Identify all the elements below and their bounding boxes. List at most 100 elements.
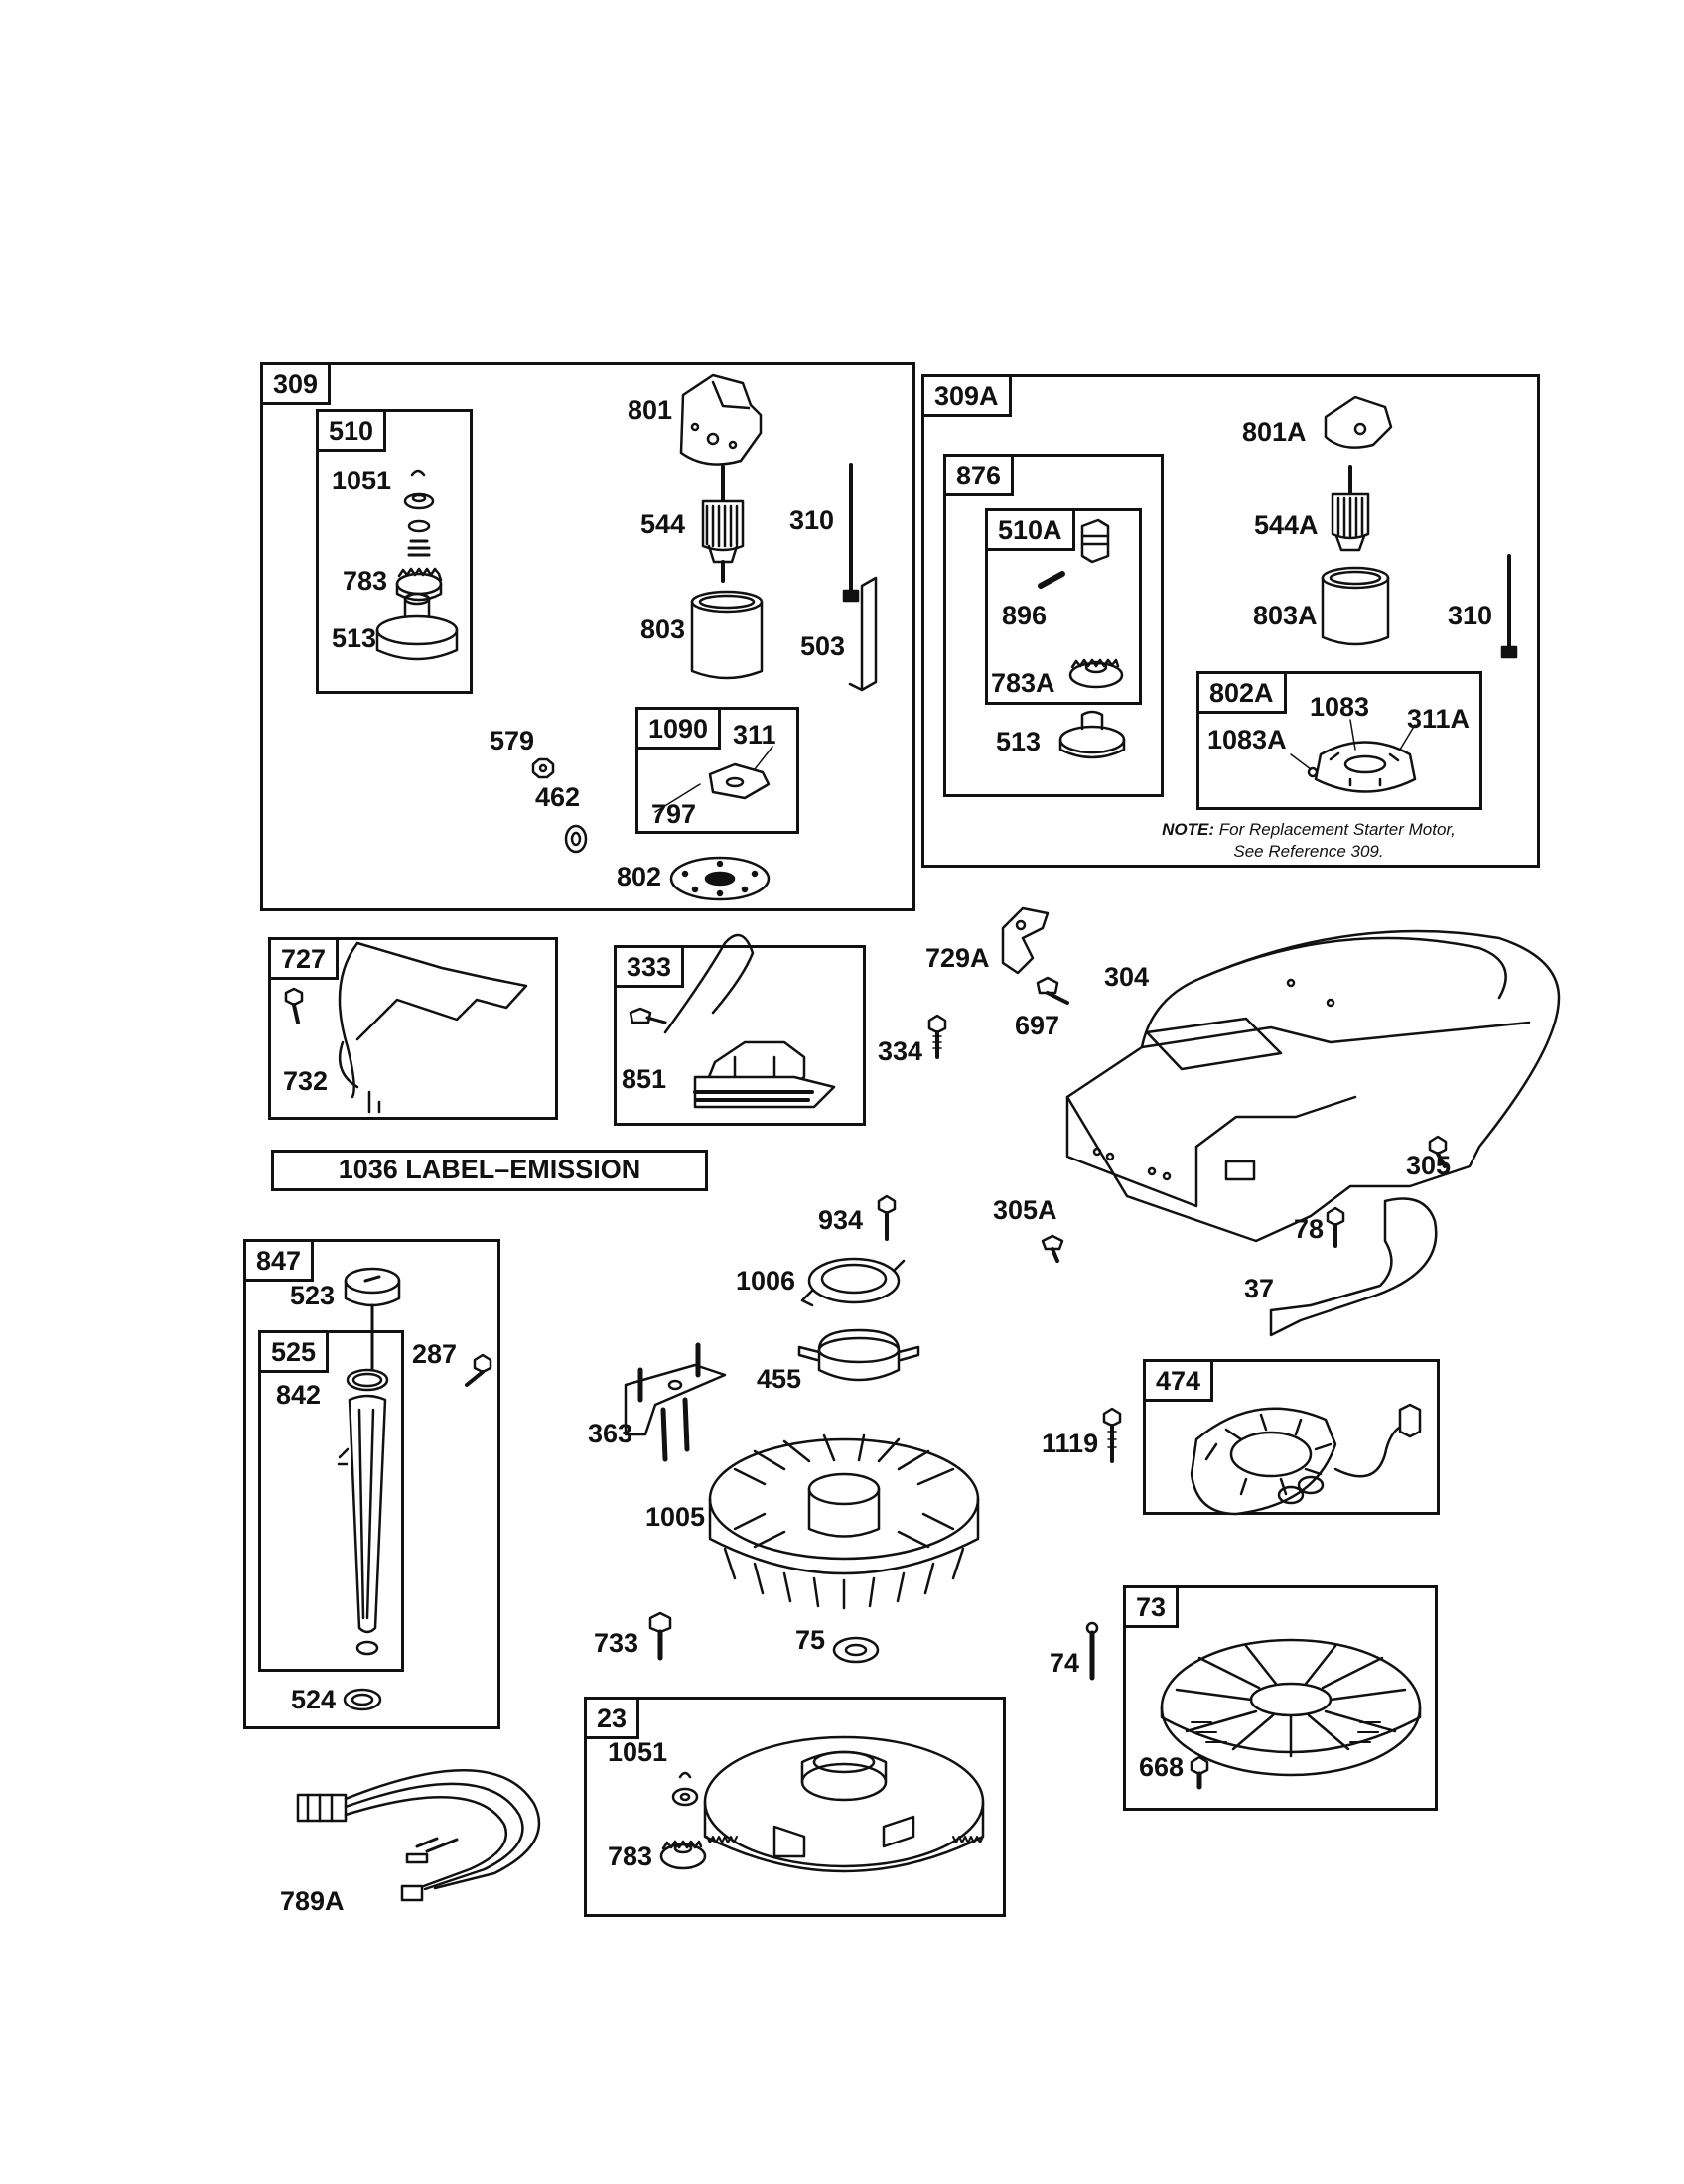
group-1090-frame: 1090 [635, 707, 799, 834]
wire-harness-789A-drawing [296, 1768, 541, 1902]
emission-label-banner: 1036 LABEL–EMISSION [271, 1150, 708, 1191]
ignition-armature-333-drawing [663, 933, 836, 1109]
pin-896-drawing [1038, 571, 1065, 589]
part-label-74: 74 [1050, 1648, 1080, 1678]
part-label-513-b: 513 [996, 727, 1042, 756]
spring-cap-drawing [403, 492, 435, 557]
screw-305-drawing [1428, 1135, 1448, 1168]
group-510-tag: 510 [319, 412, 387, 452]
part-label-851: 851 [622, 1064, 667, 1094]
washer-75-drawing [832, 1636, 880, 1664]
fan-1005-drawing [708, 1433, 980, 1610]
flywheel-23-drawing [703, 1735, 985, 1873]
group-525-tag: 525 [261, 1333, 330, 1373]
part-label-311A: 311A [1407, 704, 1471, 734]
part-label-783-b: 783 [608, 1842, 653, 1871]
group-474-frame: 474 [1143, 1359, 1440, 1515]
group-802A-tag: 802A [1199, 674, 1287, 714]
part-label-803A: 803A [1253, 601, 1318, 630]
part-label-75: 75 [795, 1625, 826, 1655]
bracket-363-drawing [624, 1342, 727, 1462]
air-guide-727-drawing [338, 941, 528, 1114]
part-label-310-b: 310 [1448, 601, 1493, 630]
part-label-896: 896 [1002, 601, 1048, 630]
through-bolt-310-drawing [842, 463, 860, 603]
retaining-ring-1051-b-drawing [678, 1771, 692, 1779]
group-309-tag: 309 [263, 365, 332, 405]
through-bolt-310-b-drawing [1500, 554, 1518, 659]
group-847-frame: 847 [243, 1239, 500, 1729]
part-label-1051: 1051 [332, 466, 392, 495]
part-label-732: 732 [283, 1066, 329, 1096]
part-label-304: 304 [1104, 962, 1150, 992]
part-label-513: 513 [332, 623, 377, 653]
pinion-gear-783-b-drawing [659, 1840, 707, 1870]
part-label-544: 544 [640, 509, 686, 539]
part-label-311: 311 [733, 720, 776, 750]
group-510A-tag: 510A [988, 511, 1075, 551]
pinion-nut-510A-drawing [1080, 518, 1110, 564]
part-label-462: 462 [535, 782, 581, 812]
part-label-544A: 544A [1254, 510, 1319, 540]
part-label-287: 287 [412, 1339, 458, 1369]
retaining-ring-1051-drawing [410, 469, 426, 477]
brush-assembly-802A-drawing [1290, 719, 1417, 793]
screw-287-drawing [465, 1353, 492, 1387]
group-802A-frame: 802A [1196, 671, 1482, 810]
part-label-802: 802 [617, 862, 662, 891]
group-23-frame: 23 [584, 1697, 1006, 1917]
replacement-note-line1: NOTE: For Replacement Starter Motor, [1140, 819, 1477, 841]
part-label-363: 363 [588, 1419, 633, 1448]
note-prefix: NOTE: [1162, 820, 1215, 839]
motor-housing-803A-drawing [1321, 566, 1390, 646]
screw-74-drawing [1085, 1621, 1099, 1681]
part-label-305: 305 [1406, 1151, 1452, 1180]
washer-462-drawing [564, 824, 588, 854]
part-label-668: 668 [1139, 1752, 1185, 1782]
screw-732-drawing [284, 987, 304, 1024]
part-label-842: 842 [276, 1380, 322, 1410]
screw-733-drawing [648, 1611, 672, 1661]
screw-305A-drawing [1041, 1234, 1064, 1263]
group-510-frame: 510 [316, 409, 473, 694]
part-label-523: 523 [290, 1281, 336, 1310]
part-label-783: 783 [343, 566, 388, 596]
part-label-797: 797 [651, 799, 697, 829]
part-label-503: 503 [800, 631, 846, 661]
part-label-1083: 1083 [1310, 692, 1370, 722]
screw-934-drawing [877, 1194, 897, 1241]
part-label-1119: 1119 [1042, 1429, 1099, 1458]
part-label-803: 803 [640, 614, 686, 644]
end-plate-802-drawing [669, 856, 771, 901]
part-label-1051-b: 1051 [608, 1737, 668, 1767]
group-847-tag: 847 [246, 1242, 315, 1282]
o-ring-842-drawing [346, 1368, 389, 1392]
group-333-tag: 333 [617, 948, 685, 988]
part-label-733: 733 [594, 1628, 639, 1658]
group-525-frame: 525 [258, 1330, 404, 1672]
part-label-310: 310 [789, 505, 835, 535]
group-73-frame: 73 [1123, 1585, 1438, 1811]
part-label-1083A: 1083A [1207, 725, 1287, 754]
part-label-729A: 729A [925, 943, 990, 973]
note-line1-text: For Replacement Starter Motor, [1218, 820, 1456, 839]
dipstick-tube-drawing [337, 1394, 387, 1656]
group-876-frame: 876 [943, 454, 1164, 797]
clutch-513-b-drawing [1058, 710, 1126, 759]
group-474-tag: 474 [1146, 1362, 1214, 1402]
part-label-524: 524 [291, 1685, 337, 1714]
baffle-37-drawing [1269, 1197, 1438, 1337]
cap-523-drawing [344, 1267, 401, 1307]
group-333-frame: 333 [614, 945, 866, 1126]
group-727-frame: 727 [268, 937, 558, 1120]
part-label-789A: 789A [280, 1886, 345, 1916]
washer-1051-b-drawing [671, 1787, 699, 1807]
part-label-37: 37 [1244, 1274, 1275, 1303]
clip-1006-drawing [800, 1257, 906, 1307]
motor-housing-803-drawing [690, 590, 764, 680]
alternator-474-drawing [1190, 1403, 1422, 1516]
group-23-tag: 23 [587, 1700, 640, 1739]
part-label-305A: 305A [993, 1195, 1057, 1225]
